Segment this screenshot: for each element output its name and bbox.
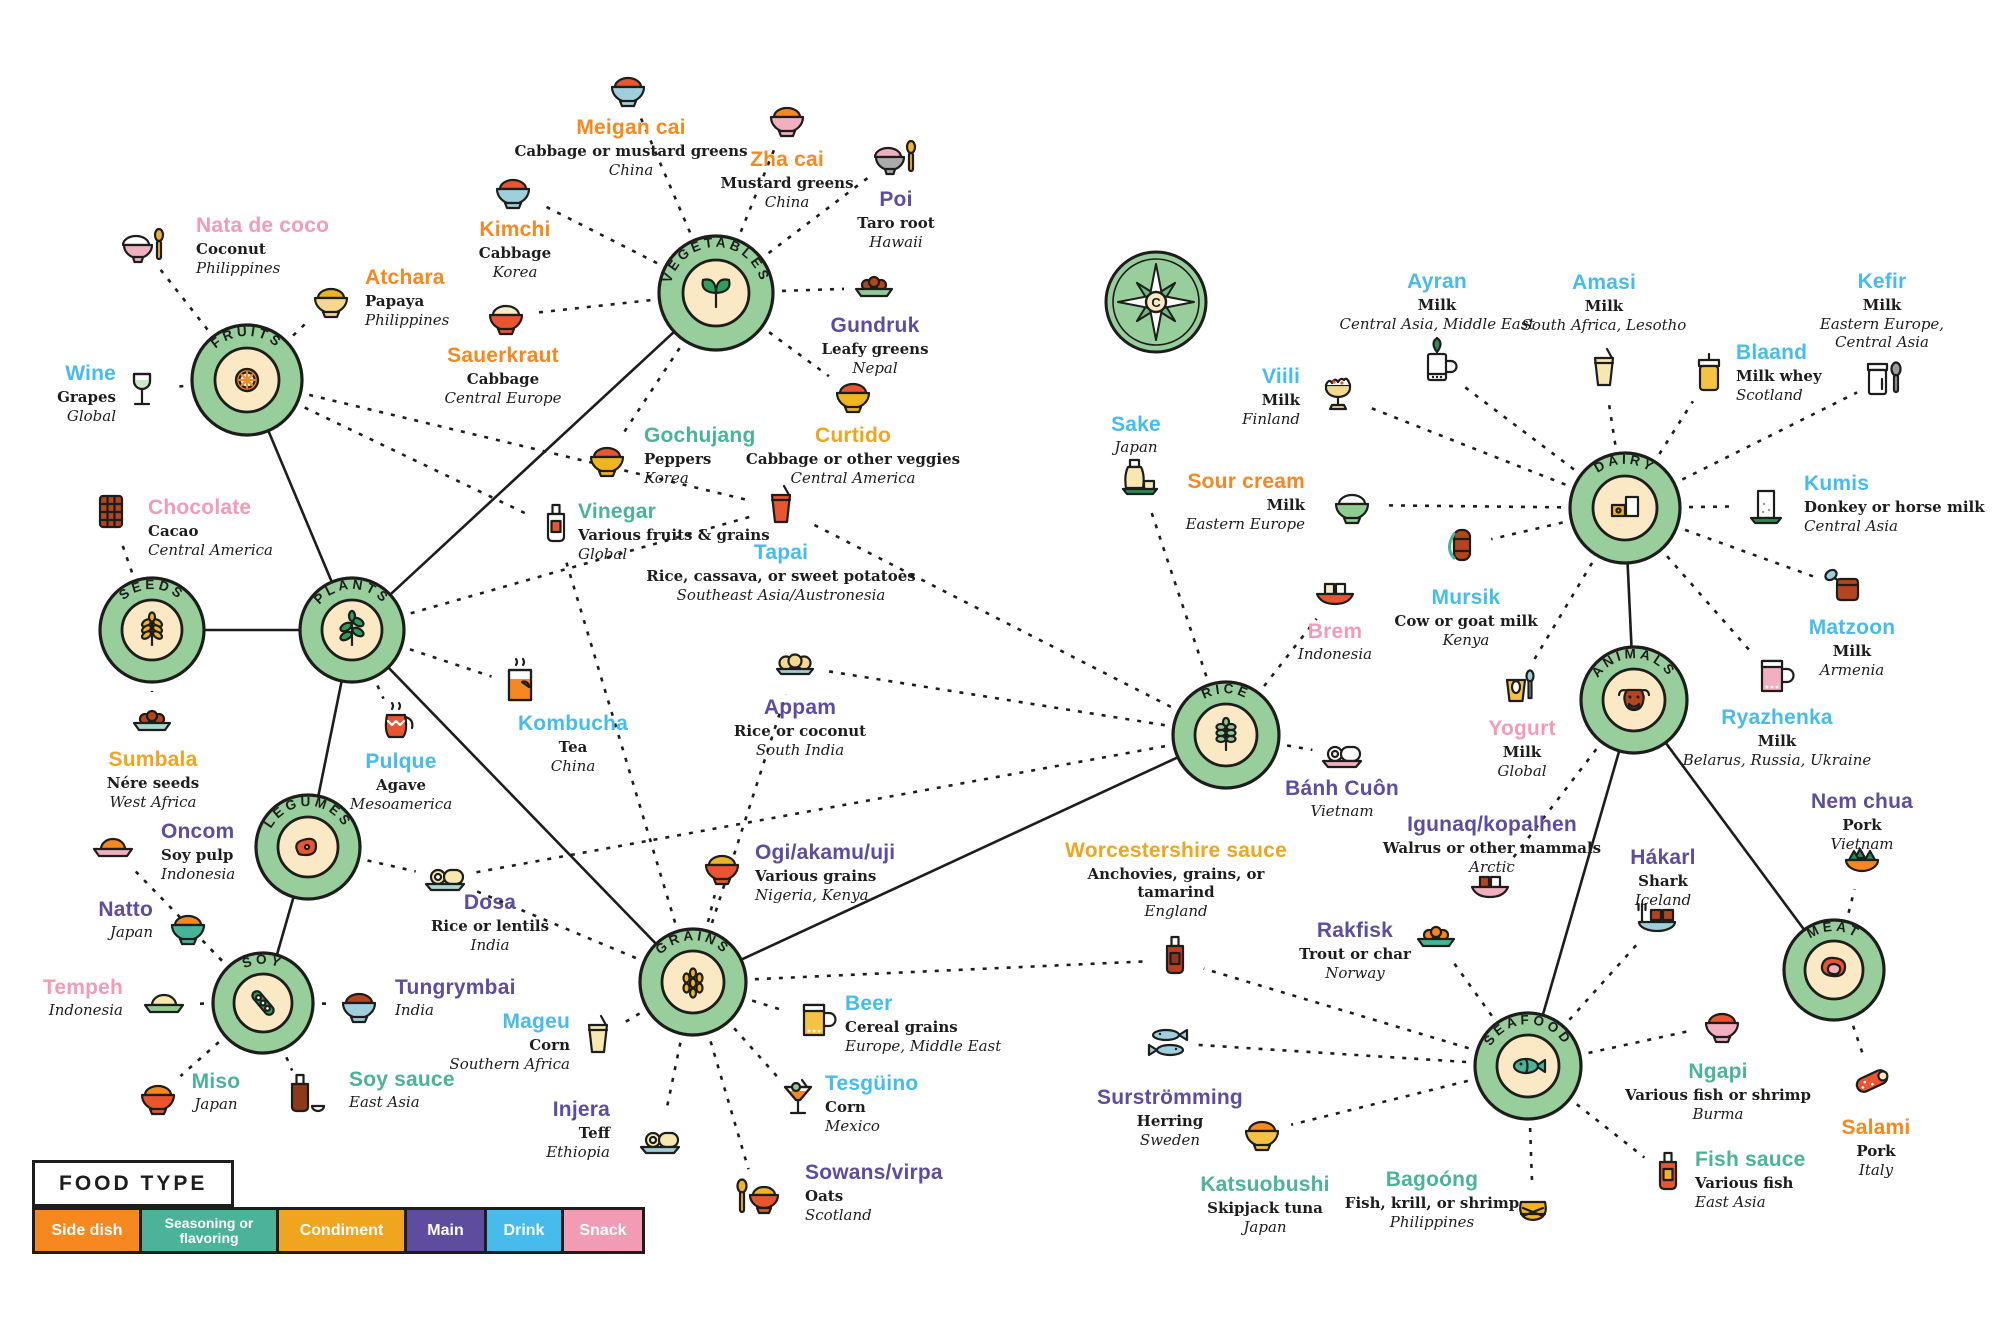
vinegar-icon [546,503,566,543]
curtido-icon [835,382,871,414]
fish-sauce-icon [1658,1151,1678,1191]
bago-ng-icon [1519,1200,1547,1222]
injera-icon [639,1131,681,1155]
node-rice: RICE [1171,680,1281,790]
miso-icon [140,1084,176,1116]
legend-type-drink: Drink [484,1207,564,1254]
katsuobushi-icon [1244,1120,1280,1152]
tungrymbai-icon [341,992,377,1024]
beer-icon [802,1003,837,1037]
blaand-icon [1697,352,1721,392]
legend-type-side: Side dish [32,1207,142,1254]
gundruk-icon [854,275,894,298]
nata-de-coco-icon [121,227,165,264]
pulque-icon [384,701,414,739]
atchara-icon [313,287,349,319]
node-meat: MEAT [1782,918,1886,1022]
legend-title: FOOD TYPE [32,1160,235,1207]
node-fruits: FRUITS [190,323,304,437]
wine-icon [132,372,152,406]
ogi-akamu-uji-icon [704,854,740,886]
svg-text:RICE: RICE [1199,681,1253,702]
mursik-icon [1448,528,1472,562]
node-plants: PLANTS [298,576,406,684]
yogurt-icon [1505,669,1535,703]
node-dairy: DAIRY [1568,451,1682,565]
natto-icon [170,914,206,946]
category-connectors [154,293,1834,1065]
surstr-mming-icon [1147,1028,1189,1057]
ayran-icon [1426,336,1458,382]
soy-sauce-icon [290,1073,326,1113]
mageu-icon [587,1014,609,1054]
viili-icon [1324,377,1352,411]
legend-type-snack: Snack [561,1207,645,1254]
ryazhenka-icon [1760,659,1795,693]
salami-icon [1855,1069,1889,1093]
kumis-icon [1749,489,1783,525]
tesg-ino-icon [783,1078,813,1115]
gochujang-icon [589,446,625,478]
sour-cream-icon [1334,493,1370,525]
legend-type-cond: Condiment [276,1207,407,1254]
igunaq-kopalhen-icon [1470,875,1510,899]
worcestershire-sauce-icon [1165,935,1185,975]
oncom-icon [92,837,134,858]
node-animals: ANIMALS [1579,645,1689,755]
sake-icon [1121,458,1159,496]
kombucha-icon [507,657,533,702]
chocolate-icon [98,494,124,529]
nem-chua-icon [1844,847,1880,873]
node-legumes: LEGUMES [254,793,362,901]
legend-type-season: Seasoning or flavoring [139,1207,279,1254]
sauerkraut-icon [488,304,524,336]
brem-icon [1315,582,1355,606]
kimchi-icon [495,178,531,210]
node-label: MEAT [1804,919,1860,942]
svg-text:MEAT: MEAT [1804,919,1863,942]
node-seeds: SEEDS [98,576,206,684]
node-seafood: SEAFOOD [1473,1011,1583,1121]
sumbala-icon [132,709,172,732]
sowans-virpa-icon [736,1178,780,1215]
amasi-icon [1593,347,1615,387]
legend-type-main: Main [404,1207,487,1254]
rakfisk-icon [1416,925,1456,948]
ngapi-icon [1704,1012,1740,1044]
tempeh-icon [143,993,185,1014]
tapai-icon [770,484,792,524]
node-grains: GRAINS [638,927,748,1037]
h-karl-icon [1637,902,1677,933]
dosa-icon [424,868,466,892]
zha-cai-icon [769,106,805,138]
compass-icon: C [1104,250,1208,354]
b-nh-cu-n-icon [1321,745,1363,769]
compass-letter: C [1151,295,1161,310]
node-soy: SOY [211,951,315,1055]
matzoon-icon [1824,568,1860,602]
item-connectors [119,115,1864,1182]
kefir-icon [1866,361,1902,396]
appam-icon [775,653,815,676]
poi-icon [873,139,917,176]
node-vegetables: VEGETABLES [657,234,775,352]
meigan-cai-icon [610,76,646,108]
node-label: RICE [1199,681,1249,702]
